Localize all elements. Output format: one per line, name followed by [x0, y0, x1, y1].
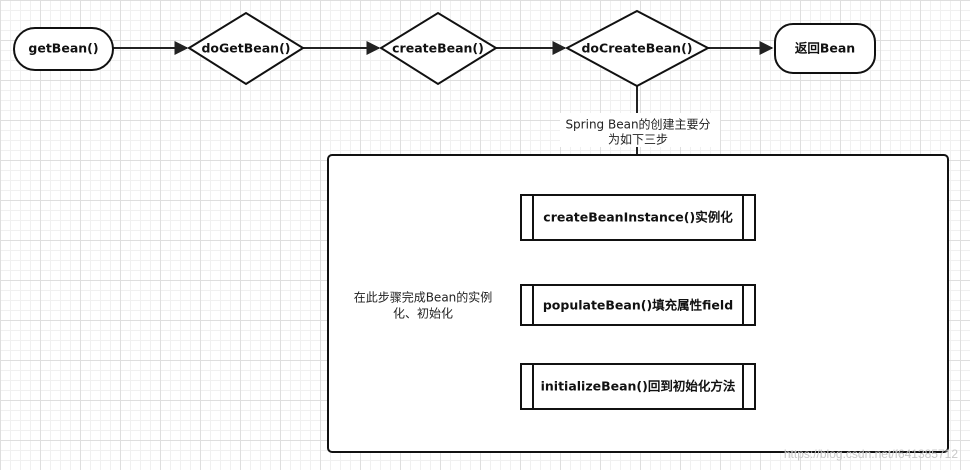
- step-create-bean-instance-shape: [520, 194, 756, 241]
- node-dogetbean-shape: [187, 11, 305, 86]
- step-initialize-bean-label: initializeBean()回到初始化方法: [541, 379, 736, 394]
- step-initialize-bean-shape: [520, 363, 756, 410]
- note-top: Spring Bean的创建主要分 为如下三步: [560, 113, 720, 147]
- note-top-line2: 为如下三步: [608, 132, 668, 147]
- node-createbean-label: createBean(): [392, 41, 484, 56]
- note-top-line1: Spring Bean的创建主要分: [565, 117, 710, 132]
- note-left-line2: 化、初始化: [393, 307, 453, 321]
- node-createbean: createBean(): [379, 11, 498, 86]
- note-left: 在此步骤完成Bean的实例 化、初始化: [354, 290, 493, 321]
- step-populate-bean: populateBean()填充属性field: [520, 284, 756, 326]
- node-getbean: getBean(): [13, 27, 114, 71]
- step-populate-bean-shape: [520, 284, 756, 326]
- note-top-background: [560, 113, 720, 147]
- step-create-bean-instance: createBeanInstance()实例化: [520, 194, 756, 241]
- node-return-bean-shape: [774, 23, 876, 74]
- step-create-bean-instance-label: createBeanInstance()实例化: [543, 210, 733, 225]
- note-left-line1: 在此步骤完成Bean的实例: [354, 290, 493, 305]
- node-dogetbean: doGetBean(): [187, 11, 305, 86]
- step-initialize-bean: initializeBean()回到初始化方法: [520, 363, 756, 410]
- node-dogetbean-label: doGetBean(): [201, 41, 290, 56]
- node-createbean-shape: [379, 11, 498, 86]
- node-getbean-shape: [13, 27, 114, 71]
- watermark: https://blog.csdn.net/f641385712: [784, 447, 958, 461]
- node-docreatebean: doCreateBean(): [564, 9, 711, 88]
- step-populate-bean-label: populateBean()填充属性field: [543, 298, 733, 313]
- node-return-bean: 返回Bean: [774, 23, 876, 74]
- node-docreatebean-shape: [564, 9, 711, 88]
- node-getbean-label: getBean(): [28, 41, 98, 56]
- node-return-bean-label: 返回Bean: [795, 41, 855, 56]
- node-docreatebean-label: doCreateBean(): [581, 41, 692, 56]
